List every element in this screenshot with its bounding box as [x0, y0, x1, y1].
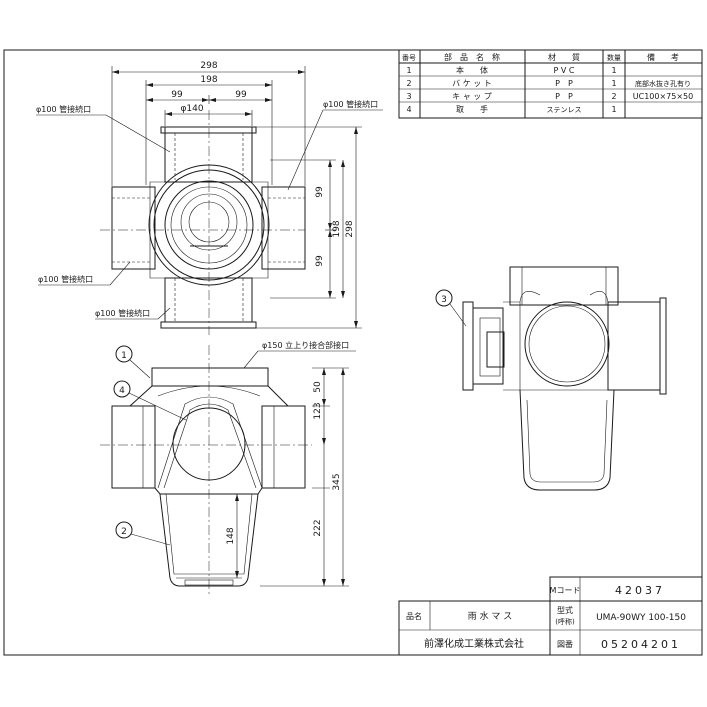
parts-row2-remarks: 底部水抜き孔有り	[635, 79, 691, 88]
company-name: 前澤化成工業株式会社	[424, 637, 524, 650]
callout-phi150: φ150 立上り接合部接口	[262, 340, 349, 350]
dim-298-right: 298	[345, 220, 355, 237]
parts-row4-qty: 1	[611, 105, 616, 114]
parts-row4-no: 4	[406, 105, 411, 114]
dim-222: 222	[313, 519, 323, 536]
parts-header-name: 部 品 名 称	[444, 52, 500, 62]
drawing-label: 図番	[557, 639, 573, 649]
parts-row3-qty: 2	[611, 92, 616, 101]
parts-row2-qty: 1	[611, 79, 616, 88]
parts-row3-name: キ ャ ッ プ	[452, 92, 492, 101]
parts-row3-material: P P	[555, 92, 573, 101]
parts-table: 番号 部 品 名 称 材 質 数量 備 考 1 本 体 P V C 1 2 バ …	[398, 49, 703, 119]
name-value: 雨 水 マ ス	[468, 610, 513, 622]
balloon-1: 1	[121, 351, 127, 361]
callout-bottom-left-2: φ100 管接続口	[95, 308, 150, 318]
parts-row1-qty: 1	[611, 66, 616, 75]
parts-header-material: 材 質	[548, 52, 580, 62]
dim-298-top: 298	[200, 61, 217, 71]
dim-99-right: 99	[235, 90, 247, 100]
callout-top-right: φ100 管接続口	[323, 99, 378, 109]
parts-row2-material: P P	[555, 79, 573, 88]
dim-99-left: 99	[171, 90, 183, 100]
dim-123: 123	[313, 402, 323, 419]
parts-row1-material: P V C	[554, 66, 575, 75]
parts-row2-name: バ ケ ッ ト	[452, 79, 492, 88]
title-block: Mコード 42037 品名 雨 水 マ ス 型式 (呼称) UMA-90WY 1…	[398, 576, 703, 656]
parts-row3-remarks: UC100×75×50	[633, 92, 693, 101]
callout-top-left: φ100 管接続口	[36, 104, 91, 114]
name-label: 品名	[406, 611, 422, 621]
front-view: φ150 立上り接合部接口 1 4 2 50 123 222 345	[100, 340, 356, 595]
dim-99-lower: 99	[315, 255, 325, 267]
parts-row2-no: 2	[406, 79, 411, 88]
dim-phi140: φ140	[180, 104, 203, 114]
plan-view: 298 198 99 99 φ140 99 99	[36, 61, 383, 335]
dim-148: 148	[226, 527, 236, 544]
parts-row4-material: ステンレス	[547, 106, 582, 114]
parts-row3-no: 3	[406, 92, 411, 101]
parts-row1-no: 1	[406, 66, 411, 75]
balloon-2: 2	[121, 527, 127, 537]
dim-198-right: 198	[332, 220, 342, 237]
parts-header-no: 番号	[402, 54, 416, 62]
model-value: UMA-90WY 100-150	[596, 613, 686, 623]
mcode-label: Mコード	[550, 586, 581, 595]
parts-header-remarks: 備 考	[647, 52, 679, 62]
section-view: 3	[435, 266, 667, 491]
balloon-3: 3	[441, 295, 447, 305]
mcode-value: 42037	[615, 584, 665, 597]
dim-345: 345	[332, 473, 342, 490]
parts-row1-name: 本 体	[456, 65, 488, 75]
drawing-number: 05204201	[601, 638, 681, 651]
dim-198-top: 198	[200, 75, 217, 85]
callout-bottom-left-1: φ100 管接続口	[38, 274, 93, 284]
model-label: 型式	[557, 605, 573, 615]
dim-99-upper: 99	[315, 186, 325, 198]
parts-header-qty: 数量	[607, 53, 621, 62]
model-sub: (呼称)	[555, 617, 575, 626]
sheet-border	[3, 49, 703, 656]
dim-50: 50	[313, 381, 323, 393]
parts-row4-name: 取 手	[456, 104, 488, 114]
balloon-4: 4	[119, 386, 125, 396]
